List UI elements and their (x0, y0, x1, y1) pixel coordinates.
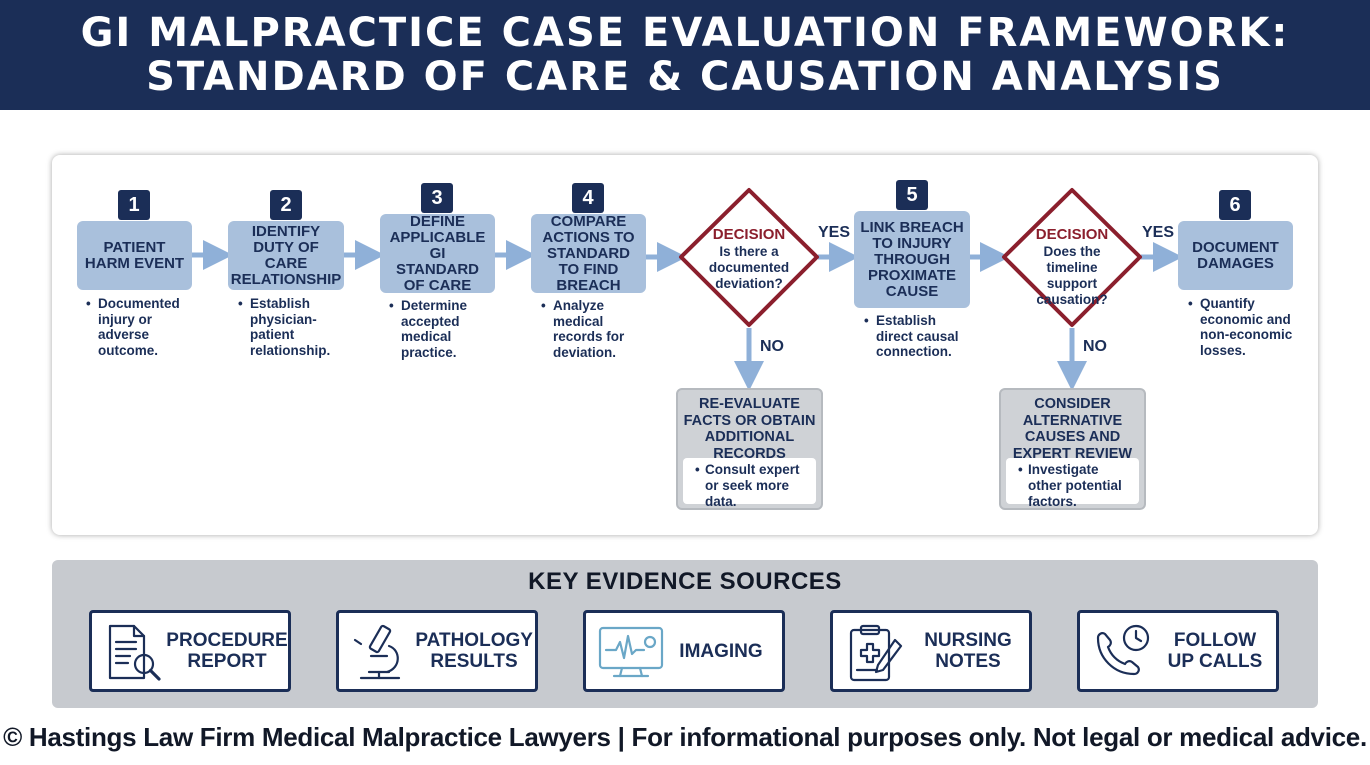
step-number-6: 6 (1219, 190, 1251, 220)
step-desc-4: •Analyze medical records for deviation. (541, 298, 625, 360)
alt-box-alternative-causes: CONSIDER ALTERNATIVE CAUSES AND EXPERT R… (999, 388, 1146, 510)
step-desc-3: •Determine accepted medical practice. (389, 298, 468, 360)
decision-1-yes-label: YES (818, 224, 851, 241)
step-desc-2-text: Establish physician-patient relationship… (250, 296, 331, 358)
title-line-1: GI MALPRACTICE CASE EVALUATION FRAMEWORK… (80, 10, 1290, 56)
decision-1-no-label: NO (760, 338, 784, 355)
evidence-card-procedure-report: PROCEDURE REPORT (89, 610, 291, 692)
decision-2-title: DECISION (1035, 226, 1109, 243)
step-box-patient-harm: PATIENT HARM EVENT (77, 221, 192, 290)
evidence-title: KEY EVIDENCE SOURCES (528, 568, 842, 595)
evidence-label-nursing-notes: NURSING NOTES (924, 630, 1012, 672)
step-desc-1-text: Documented injury or adverse outcome. (98, 296, 180, 358)
decision-2-no-label: NO (1083, 338, 1107, 355)
document-magnifier-icon (108, 624, 161, 681)
step-box-find-breach: COMPARE ACTIONS TO STANDARD TO FIND BREA… (531, 213, 646, 293)
step-number-4: 4 (572, 183, 604, 213)
decision-2-yes-label: YES (1142, 224, 1175, 241)
evidence-label-procedure-report: PROCEDURE REPORT (166, 630, 288, 672)
step-number-2: 2 (270, 190, 302, 220)
footer-disclaimer: © Hastings Law Firm Medical Malpractice … (3, 722, 1367, 752)
decision-1-title: DECISION (712, 226, 786, 243)
decision-1-label: DECISION Is there a documented deviation… (694, 226, 804, 292)
step-box-duty-of-care: IDENTIFY DUTY OF CARE RELATIONSHIP (228, 221, 344, 290)
evidence-label-pathology-results: PATHOLOGY RESULTS (415, 630, 533, 672)
evidence-label-follow-up-calls: FOLLOW UP CALLS (1167, 630, 1263, 672)
alt-box-2-title: CONSIDER ALTERNATIVE CAUSES AND EXPERT R… (1012, 396, 1133, 462)
clipboard-medical-icon (849, 624, 903, 682)
monitor-waveform-icon (598, 626, 664, 678)
page-header: GI MALPRACTICE CASE EVALUATION FRAMEWORK… (0, 0, 1370, 110)
decision-1-question: Is there a documented deviation? (708, 244, 790, 291)
step-desc-1: •Documented injury or adverse outcome. (86, 296, 180, 358)
alt-box-1-title: RE-EVALUATE FACTS OR OBTAIN ADDITIONAL R… (683, 396, 816, 462)
evidence-card-pathology-results: PATHOLOGY RESULTS (336, 610, 538, 692)
microscope-icon (353, 624, 401, 680)
evidence-panel: KEY EVIDENCE SOURCES PROCEDURE REPORT PA… (52, 560, 1318, 708)
step-desc-4-text: Analyze medical records for deviation. (553, 298, 625, 360)
step-desc-5: •Establish direct causal connection. (864, 313, 959, 359)
alt-box-re-evaluate: RE-EVALUATE FACTS OR OBTAIN ADDITIONAL R… (676, 388, 823, 510)
step-number-5: 5 (896, 180, 928, 210)
evidence-label-imaging: IMAGING (679, 640, 763, 662)
title-line-2: STANDARD OF CARE & CAUSATION ANALYSIS (146, 54, 1224, 100)
step-box-document-damages: DOCUMENT DAMAGES (1178, 221, 1293, 290)
step-desc-6: •Quantify economic and non-economic loss… (1188, 296, 1293, 358)
evidence-card-imaging: IMAGING (583, 610, 785, 692)
step-number-3: 3 (421, 183, 453, 213)
step-desc-6-text: Quantify economic and non-economic losse… (1200, 296, 1293, 358)
alt-box-1-desc-text: Consult expert or seek more data. (705, 462, 800, 509)
evidence-card-nursing-notes: NURSING NOTES (830, 610, 1032, 692)
alt-box-1-desc: •Consult expert or seek more data. (683, 458, 816, 509)
step-number-1: 1 (118, 190, 150, 220)
phone-clock-icon (1096, 624, 1150, 676)
alt-box-2-desc: •Investigate other potential factors. (1006, 458, 1139, 509)
step-box-standard-of-care: DEFINE APPLICABLE GI STANDARD OF CARE (380, 213, 495, 293)
step-desc-2: •Establish physician-patient relationshi… (238, 296, 331, 358)
step-desc-5-text: Establish direct causal connection. (876, 313, 959, 359)
decision-2-question: Does the timeline support causation? (1036, 244, 1108, 307)
step-box-proximate-cause: LINK BREACH TO INJURY THROUGH PROXIMATE … (854, 211, 970, 308)
alt-box-2-desc-text: Investigate other potential factors. (1028, 462, 1122, 509)
evidence-card-follow-up-calls: FOLLOW UP CALLS (1077, 610, 1279, 692)
decision-2-label: DECISION Does the timeline support causa… (1017, 226, 1127, 308)
step-desc-3-text: Determine accepted medical practice. (401, 298, 468, 360)
